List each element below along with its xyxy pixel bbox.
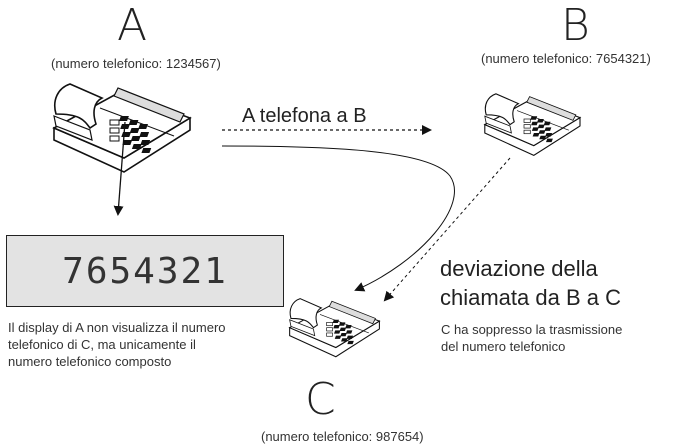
forwarding-title-line: chiamata da B a C [440,285,621,310]
forwarding-arrow-b-to-c [383,157,511,302]
display-note-line: telefonico di C, ma unicamente il [8,337,196,352]
display-note: Il display di A non visualizza il numero… [8,319,278,370]
display-note-line: Il display di A non visualizza il numero [8,320,226,335]
phone-b-number: (numero telefonico: 7654321) [481,51,651,66]
forwarding-note: C ha soppresso la trasmissione del numer… [441,321,622,355]
phone-b-letter: B [561,0,590,51]
phone-b-icon [484,93,581,156]
forwarding-title-line: deviazione della [440,256,598,281]
display-number: 7654321 [62,250,228,292]
display-pointer-arrow [113,121,126,216]
forwarding-title: deviazione della chiamata da B a C [440,254,621,312]
phone-c-letter: C [305,374,336,425]
forwarding-note-line: C ha soppresso la trasmissione [441,322,623,337]
phone-a-display: 7654321 [6,235,284,307]
phone-a-letter: A [117,0,148,51]
phone-c-icon [289,298,380,358]
call-route-line [221,145,455,292]
display-note-line: numero telefonico composto [8,354,172,369]
call-label: A telefona a B [242,105,367,127]
phone-a-number: (numero telefonico: 1234567) [51,56,221,71]
forwarding-note-line: del numero telefonico [441,339,566,354]
phone-c-number: (numero telefonico: 987654) [261,429,424,444]
